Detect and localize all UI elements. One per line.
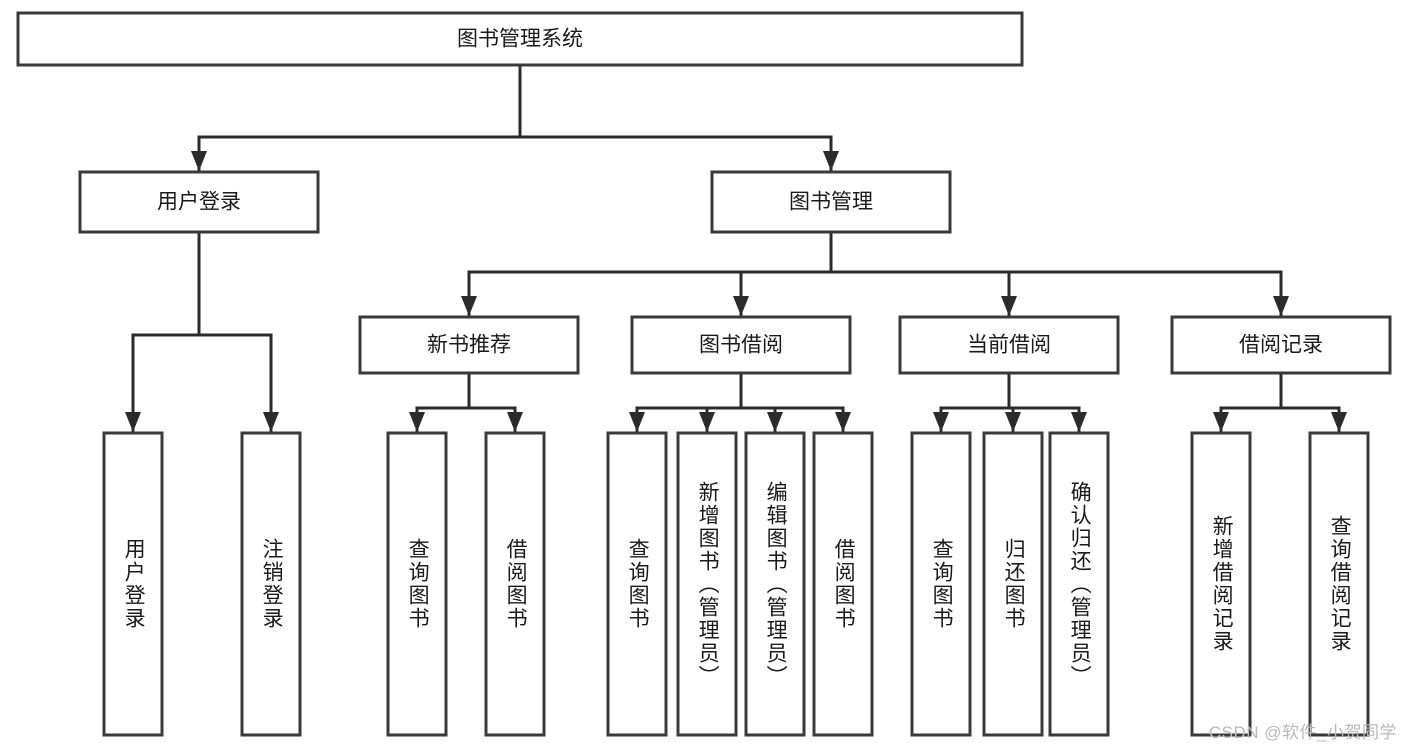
node-box-leaf-return-book[interactable] — [982, 431, 1044, 737]
node-box-leaf-logout[interactable] — [240, 431, 302, 737]
watermark: CSDN @软件_小贺同学 — [1208, 723, 1397, 742]
node-label-borrow-record: 借阅记录 — [1239, 334, 1323, 357]
edge-arrowhead-new-book-rec — [461, 296, 477, 316]
edge-arrowhead-user-login — [191, 151, 207, 171]
edge-arrowhead-leaf-logout — [263, 412, 279, 432]
edge-arrowhead-leaf-user-login — [125, 412, 141, 432]
edge-arrowhead-leaf-borrow-book-rec — [507, 412, 523, 432]
edge-arrowhead-leaf-query-record — [1331, 412, 1347, 432]
edge-arrowhead-leaf-add-book — [699, 412, 715, 432]
edge-arrowhead-leaf-return-book — [1005, 412, 1021, 432]
node-box-book-borrow[interactable] — [630, 315, 852, 375]
node-box-leaf-edit-book[interactable] — [744, 431, 806, 737]
node-box-root[interactable] — [16, 11, 1024, 67]
edge-arrowhead-leaf-query-book-cur — [933, 412, 949, 432]
node-label-current-borrow: 当前借阅 — [967, 334, 1051, 357]
node-box-leaf-query-book-cur[interactable] — [910, 431, 972, 737]
node-box-leaf-query-book-rec[interactable] — [386, 431, 448, 737]
node-label-book-borrow: 图书借阅 — [699, 334, 783, 357]
node-label-root: 图书管理系统 — [457, 28, 583, 51]
edge-arrowhead-borrow-record — [1273, 296, 1289, 316]
edge-arrowhead-leaf-confirm-return — [1071, 412, 1087, 432]
edge-arrowhead-leaf-query-book-rec — [409, 412, 425, 432]
edge-arrowhead-leaf-query-book-borrow — [629, 412, 645, 432]
edge-arrowhead-current-borrow — [1001, 296, 1017, 316]
edge-arrowhead-leaf-add-record — [1213, 412, 1229, 432]
node-box-new-book-rec[interactable] — [358, 315, 580, 375]
node-box-book-manage[interactable] — [710, 170, 952, 234]
node-box-current-borrow[interactable] — [898, 315, 1120, 375]
node-label-new-book-rec: 新书推荐 — [427, 334, 511, 357]
boxes-layer — [16, 11, 1392, 737]
node-label-book-manage: 图书管理 — [789, 191, 873, 214]
node-box-leaf-borrow-book-rec[interactable] — [484, 431, 546, 737]
node-box-leaf-confirm-return[interactable] — [1048, 431, 1110, 737]
node-box-leaf-user-login[interactable] — [102, 431, 164, 737]
node-box-leaf-borrow-book[interactable] — [812, 431, 874, 737]
node-box-leaf-query-record[interactable] — [1308, 431, 1370, 737]
node-box-user-login[interactable] — [78, 170, 320, 234]
edge-arrowhead-book-manage — [823, 151, 839, 171]
edge-arrowhead-leaf-borrow-book — [835, 412, 851, 432]
edge-arrowhead-leaf-edit-book — [767, 412, 783, 432]
node-box-leaf-add-book[interactable] — [676, 431, 738, 737]
node-box-leaf-query-book-borrow[interactable] — [606, 431, 668, 737]
node-box-leaf-add-record[interactable] — [1190, 431, 1252, 737]
edges-layer — [125, 63, 1347, 433]
node-label-user-login: 用户登录 — [157, 191, 241, 214]
node-box-borrow-record[interactable] — [1170, 315, 1392, 375]
edge-arrowhead-book-borrow — [733, 296, 749, 316]
